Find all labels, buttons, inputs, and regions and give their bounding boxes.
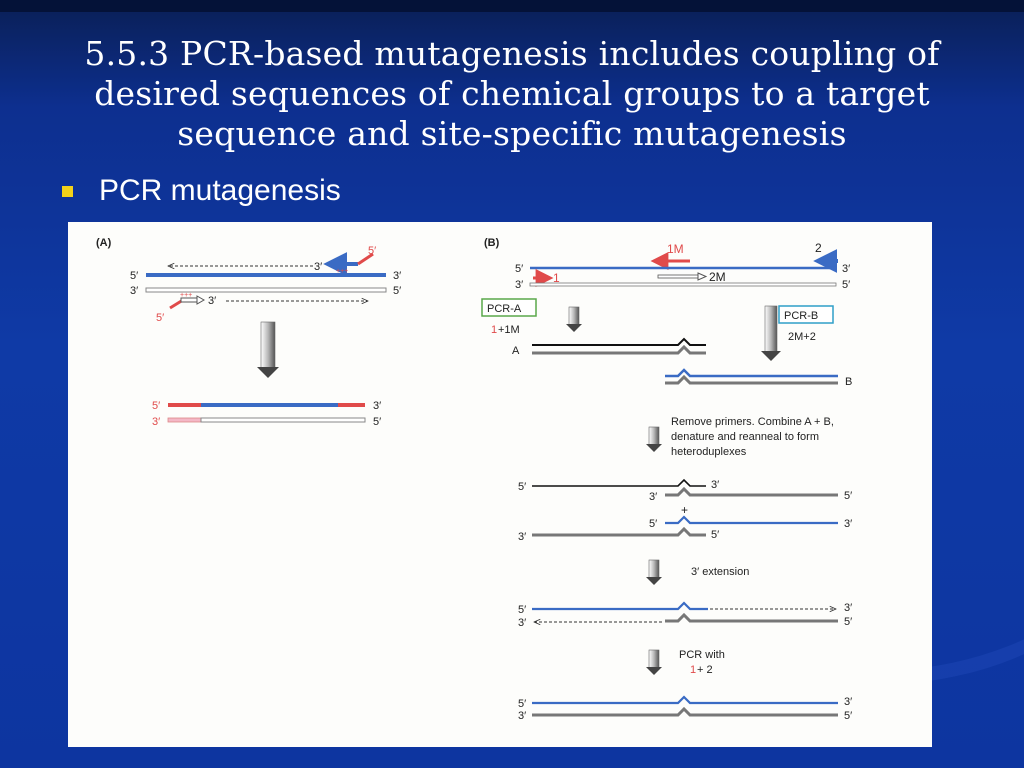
pcr-b-box [778, 305, 834, 324]
extension-text: 3′ extension [691, 566, 749, 578]
panel-b-primer-2m [657, 274, 699, 279]
panel-b-strand-top-3: 3′ [842, 263, 850, 275]
title-line-2: desired sequences of chemical groups to … [94, 74, 930, 113]
panel-b-strand-bottom-5: 5′ [842, 279, 850, 291]
extension-down-arrow-head [646, 577, 662, 585]
remove-down-arrow [648, 426, 660, 446]
panel-a-product-top-3: 3′ [373, 400, 381, 412]
top-band [0, 0, 1024, 12]
panel-a-down-arrow-head [257, 367, 279, 378]
hetero2-bottom-3: 3′ [518, 531, 526, 543]
panel-b-primer-1m: 1M [667, 242, 684, 256]
final-bottom-5: 5′ [844, 710, 852, 722]
hetero2-top [665, 515, 838, 525]
hetero2-bottom [532, 526, 706, 537]
pcr-with-primer-1: 1 [690, 664, 696, 676]
ext-top [532, 601, 708, 611]
ext-bottom-3: 3′ [518, 617, 526, 629]
ext-top-5: 5′ [518, 604, 526, 616]
panel-a-bottom-5: 5′ [393, 285, 401, 297]
panel-b-strand-top-5: 5′ [515, 263, 523, 275]
bullet-item: PCR mutagenesis [62, 174, 341, 208]
pcr-a-primer-1: 1 [491, 324, 497, 336]
hetero1-bottom-5: 5′ [844, 490, 852, 502]
panel-a-primer-top-5: 5′ [368, 245, 376, 257]
panel-a-label: (A) [96, 237, 112, 249]
remove-text-1: Remove primers. Combine A + B, [671, 416, 834, 428]
panel-a-top-3: 3′ [393, 270, 401, 282]
panel-b-primer-2m-head [697, 272, 708, 281]
panel-b-primer-2m-label: 2M [709, 270, 726, 284]
pcr-with-down-arrow [648, 649, 660, 669]
panel-a-primer-bottom-5: 5′ [156, 312, 164, 324]
final-top-3: 3′ [844, 696, 852, 708]
ext-bottom [665, 612, 838, 623]
hetero1-bottom [665, 486, 838, 497]
product-b-label: B [845, 376, 852, 388]
bullet-text: PCR mutagenesis [99, 174, 341, 207]
panel-b-primer-2: 2 [815, 241, 822, 255]
pcr-with-primer-2: + 2 [697, 664, 713, 676]
pcr-a-down-arrow-head [566, 324, 582, 332]
panel-a-down-arrow [260, 321, 276, 369]
panel-a-product-bottom-pink [167, 417, 202, 423]
pcr-b-label: PCR-B [784, 310, 818, 322]
panel-a-top-5: 5′ [130, 270, 138, 282]
pcr-b-down-arrow [764, 305, 778, 353]
panel-a-primer-top-marks: +++ [336, 268, 348, 275]
remove-text-2: denature and reanneal to form [671, 431, 819, 443]
pcr-mutagenesis-figure: (A) 3′ 5′ +++ 5′ 3′ 3′ 5′ +++ 3′ 5′ [68, 222, 932, 747]
hetero2-top-3: 3′ [844, 518, 852, 530]
pcr-a-primer-1m: +1M [498, 324, 520, 336]
ext-top-3: 3′ [844, 602, 852, 614]
pcr-b-down-arrow-head [761, 351, 781, 361]
hetero1-bottom-3: 3′ [649, 491, 657, 503]
pcr-a-label: PCR-A [487, 303, 522, 315]
pcr-a-box [481, 298, 537, 317]
panel-a-primer-bottom-3: 3′ [208, 295, 216, 307]
product-b-top [665, 368, 838, 378]
panel-a-primer-bottom-head [196, 295, 206, 305]
panel-b-strand-bottom-3: 3′ [515, 279, 523, 291]
final-bottom [532, 706, 838, 717]
panel-a-primer-top-3: 3′ [314, 261, 322, 273]
hetero2-bottom-5: 5′ [711, 529, 719, 541]
panel-a-primer-bottom-marks: +++ [180, 292, 192, 299]
final-top [532, 695, 838, 705]
pcr-with-text: PCR with [679, 649, 725, 661]
extension-down-arrow [648, 559, 660, 579]
panel-a-product-bottom [200, 417, 366, 423]
pcr-b-primers: 2M+2 [788, 331, 816, 343]
ext-bottom-5: 5′ [844, 616, 852, 628]
panel-a-primer-top-tail [357, 252, 374, 266]
product-b-bottom [665, 374, 838, 385]
title-line-3: sequence and site-specific mutagenesis [177, 114, 847, 153]
panel-a-bottom-3: 3′ [130, 285, 138, 297]
bullet-square-icon [62, 185, 73, 197]
panel-b-label: (B) [484, 237, 500, 249]
product-a-label: A [512, 345, 520, 357]
remove-text-3: heteroduplexes [671, 446, 747, 458]
hetero-plus: + [681, 503, 688, 517]
hetero1-top-3: 3′ [711, 479, 719, 491]
slide-title: 5.5.3 PCR-based mutagenesis includes cou… [40, 34, 984, 154]
final-top-5: 5′ [518, 698, 526, 710]
pcr-a-down-arrow [568, 306, 580, 326]
panel-b-primer-1: 1 [553, 271, 560, 285]
panel-b-strand-bottom [529, 282, 837, 287]
hetero1-top-5: 5′ [518, 481, 526, 493]
remove-down-arrow-head [646, 444, 662, 452]
panel-a-bottom-strand [145, 287, 387, 293]
final-bottom-3: 3′ [518, 710, 526, 722]
panel-a-product-top-5: 5′ [152, 400, 160, 412]
panel-a-product-bottom-5: 5′ [373, 416, 381, 428]
product-a-bottom [532, 344, 706, 355]
figure-diagram: (A) 3′ 5′ +++ 5′ 3′ 3′ 5′ +++ 3′ 5′ [96, 237, 852, 722]
pcr-with-down-arrow-head [646, 667, 662, 675]
panel-a-product-bottom-3: 3′ [152, 416, 160, 428]
title-line-1: 5.5.3 PCR-based mutagenesis includes cou… [84, 34, 940, 73]
product-a-top [532, 337, 706, 346]
hetero2-top-5: 5′ [649, 518, 657, 530]
hetero1-top [532, 478, 706, 487]
